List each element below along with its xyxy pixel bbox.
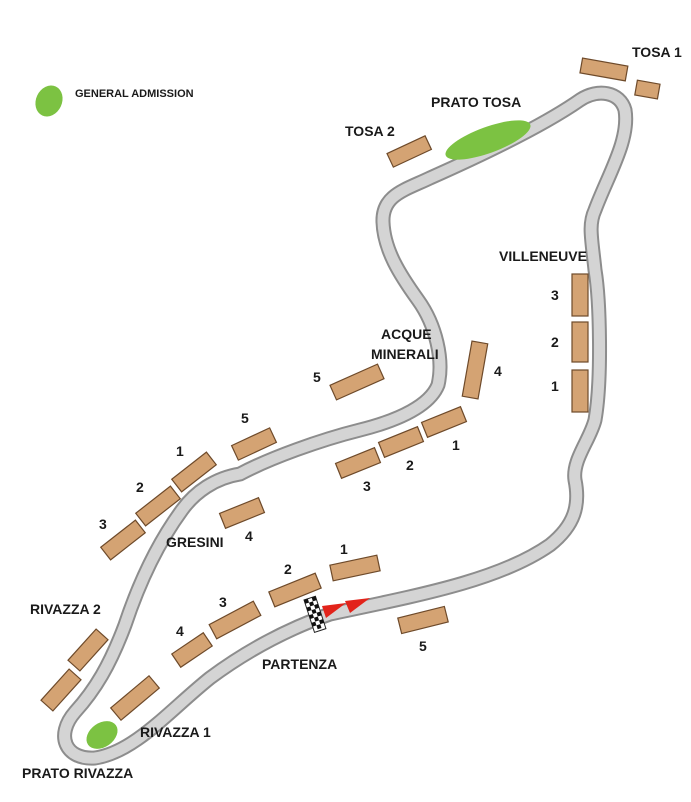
num-main-1: 1 [340,541,348,557]
num-left-5: 5 [241,410,249,426]
num-gresini-4: 4 [245,528,253,544]
label-villeneuve: VILLENEUVE [499,248,587,264]
num-main-2: 2 [284,561,292,577]
stand-inner-3[interactable] [334,446,382,480]
prato-tosa-general-admission-area[interactable] [441,112,534,167]
stand-main-1[interactable] [329,554,381,582]
stand-main-3[interactable] [208,600,262,640]
stand-rivazza-1[interactable] [109,674,161,722]
stand-villeneuve-3[interactable] [571,273,589,317]
stand-acque-minerali-5[interactable] [329,363,385,401]
stand-number-labels: 3 2 1 4 5 1 2 3 4 5 1 2 3 1 2 3 4 5 [99,287,559,654]
label-acque-minerali-line2: MINERALI [371,346,439,362]
stand-main-5[interactable] [397,605,449,635]
stand-left-3[interactable] [99,519,147,561]
label-rivazza-1: RIVAZZA 1 [140,724,211,740]
legend-general-admission-label: GENERAL ADMISSION [75,88,194,100]
stand-inner-1[interactable] [420,405,468,439]
label-partenza: PARTENZA [262,656,337,672]
stand-main-2[interactable] [268,572,322,608]
stand-tosa-1b[interactable] [634,79,661,100]
stand-rivazza-2b[interactable] [40,668,82,712]
num-acque-4: 4 [494,363,502,379]
stand-villeneuve-1[interactable] [571,369,589,413]
start-finish-flag-icon [303,595,327,633]
label-prato-tosa: PRATO TOSA [431,94,521,110]
area-labels: TOSA 1 PRATO TOSA TOSA 2 VILLENEUVE ACQU… [22,44,682,781]
label-prato-rivazza: PRATO RIVAZZA [22,765,133,781]
num-villeneuve-2: 2 [551,334,559,350]
stand-rivazza-2a[interactable] [67,628,109,672]
num-acque-5: 5 [313,369,321,385]
num-main-5: 5 [419,638,427,654]
label-gresini: GRESINI [166,534,224,550]
prato-rivazza-general-admission-area[interactable] [81,715,123,754]
stand-acque-minerali-4[interactable] [461,340,489,400]
num-left-2: 2 [136,479,144,495]
num-left-3: 3 [99,516,107,532]
stand-left-2[interactable] [134,485,182,527]
label-tosa-1: TOSA 1 [632,44,682,60]
num-main-4: 4 [176,623,184,639]
num-villeneuve-1: 1 [551,378,559,394]
track-surface [59,87,632,764]
label-rivazza-2: RIVAZZA 2 [30,601,101,617]
num-inner-3: 3 [363,478,371,494]
track-edge [57,85,634,766]
stand-main-4[interactable] [170,631,214,669]
direction-arrow-icon [322,598,370,618]
legend: GENERAL ADMISSION [35,85,194,117]
stand-tosa-2[interactable] [386,134,433,168]
num-left-1: 1 [176,443,184,459]
stand-left-5[interactable] [230,427,278,461]
stand-villeneuve-2[interactable] [571,321,589,363]
num-inner-1: 1 [452,437,460,453]
num-main-3: 3 [219,594,227,610]
num-inner-2: 2 [406,457,414,473]
label-acque-minerali-line1: ACQUE [381,326,432,342]
label-tosa-2: TOSA 2 [345,123,395,139]
stand-tosa-1a[interactable] [579,57,629,82]
grandstands [40,57,661,722]
stand-left-1[interactable] [170,451,218,493]
general-admission-legend-icon [35,85,63,117]
race-track [57,85,634,766]
stand-gresini-4[interactable] [218,496,266,530]
num-villeneuve-3: 3 [551,287,559,303]
stand-inner-2[interactable] [377,425,425,459]
